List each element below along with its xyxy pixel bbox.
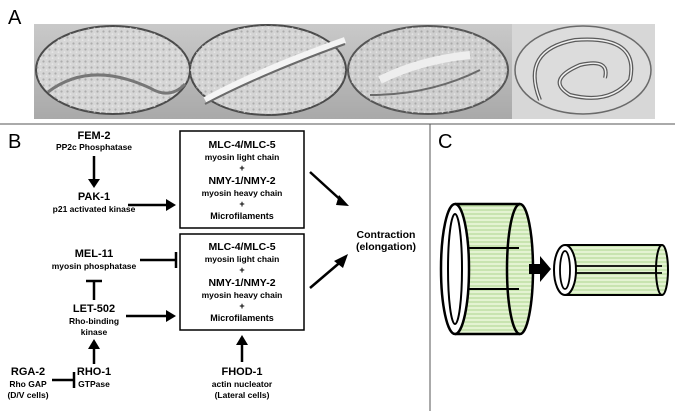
fem2-desc: PP2c Phosphatase (56, 142, 132, 152)
rga2-label: RGA-2 (11, 366, 45, 378)
box-bottom-line3: + (239, 265, 244, 275)
arrow-rho1-to-let502 (88, 339, 100, 349)
cylinder-large (439, 202, 535, 336)
panel-label-a: A (8, 7, 22, 29)
mel11-desc: myosin phosphatase (52, 261, 137, 271)
embryo-image-1 (35, 25, 191, 115)
box-bottom-line4: NMY-1/NMY-2 (208, 277, 275, 289)
actomyosin-box-top (179, 130, 305, 229)
box-top-line5: myosin heavy chain (202, 188, 283, 198)
fhod1-desc1: actin nucleator (212, 379, 273, 389)
fhod1-desc2: (Lateral cells) (215, 390, 270, 400)
panel-label-b: B (8, 131, 21, 153)
fem2-label: FEM-2 (78, 130, 111, 142)
box-top-line4: NMY-1/NMY-2 (208, 175, 275, 187)
outcome-line2: (elongation) (356, 241, 416, 253)
fhod1-label: FHOD-1 (222, 366, 263, 378)
embryo-image-4 (512, 24, 655, 119)
micrograph-strip (34, 24, 655, 119)
pak1-label: PAK-1 (78, 191, 110, 203)
arrow-let502-to-box-bottom (166, 310, 176, 322)
arrow-box-bottom-to-contraction (334, 254, 348, 268)
rho1-desc: GTPase (78, 379, 110, 389)
arrow-fem2-to-pak1 (88, 179, 100, 188)
embryo-image-3 (347, 25, 509, 115)
box-top-line2: myosin light chain (205, 152, 280, 162)
arrow-fhod1-to-box-bottom (236, 335, 248, 345)
let502-label: LET-502 (73, 303, 115, 315)
box-bottom-line6: + (239, 301, 244, 311)
box-bottom-line7: Microfilaments (210, 313, 274, 323)
arrow-box-top-to-contraction (336, 195, 349, 206)
rga2-desc2: (D/V cells) (7, 390, 48, 400)
box-bottom-line1: MLC-4/MLC-5 (208, 241, 275, 253)
arrow-pak1-to-box-top (166, 199, 176, 211)
embryo-image-2 (189, 24, 347, 116)
box-top-line1: MLC-4/MLC-5 (208, 139, 275, 151)
box-bottom-line5: myosin heavy chain (202, 290, 283, 300)
outcome-line1: Contraction (357, 229, 416, 241)
panel-label-c: C (438, 131, 452, 153)
let502-desc1: Rho-binding (69, 316, 119, 326)
arrow-cylinder-transition (529, 256, 551, 282)
box-top-line7: Microfilaments (210, 211, 274, 221)
rho1-label: RHO-1 (77, 366, 111, 378)
mel11-label: MEL-11 (75, 248, 114, 260)
cylinder-small (553, 244, 669, 296)
box-bottom-line2: myosin light chain (205, 254, 280, 264)
pathway-diagram: FEM-2 PP2c Phosphatase PAK-1 p21 activat… (7, 130, 416, 400)
box-top-line6: + (239, 199, 244, 209)
rga2-desc1: Rho GAP (9, 379, 47, 389)
actomyosin-box-bottom (179, 233, 305, 331)
pak1-desc: p21 activated kinase (53, 204, 136, 214)
box-top-line3: + (239, 163, 244, 173)
let502-desc2: kinase (81, 327, 108, 337)
pathway-arrows (52, 156, 349, 388)
